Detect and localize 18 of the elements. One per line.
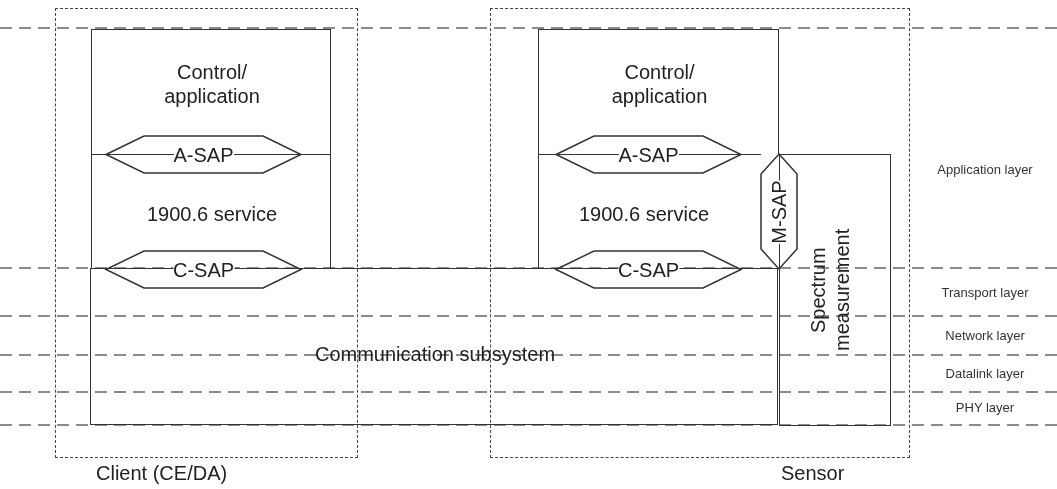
layer-name: Transport layer	[941, 285, 1029, 300]
box-label: Spectrum measurement	[806, 227, 854, 354]
box-label: Communication subsystem	[313, 342, 557, 366]
box-label: 1900.6 service	[145, 202, 279, 226]
sap-hexagon	[106, 136, 301, 173]
layer-name: Datalink layer	[945, 366, 1025, 381]
group-title: Client (CE/DA)	[96, 461, 228, 485]
group-title: Sensor	[781, 461, 845, 485]
layer-name: Application layer	[937, 162, 1033, 177]
box-label: Control/ application	[610, 60, 709, 108]
layer-name: PHY layer	[955, 400, 1015, 415]
sap-hexagon	[761, 154, 797, 269]
sap-hexagon	[556, 251, 741, 288]
box-label: Control/ application	[163, 60, 261, 108]
sap-hexagon	[106, 251, 301, 288]
box-label: 1900.6 service	[577, 202, 711, 226]
sap-hexagon	[556, 136, 741, 173]
layer-name: Network layer	[945, 328, 1025, 343]
